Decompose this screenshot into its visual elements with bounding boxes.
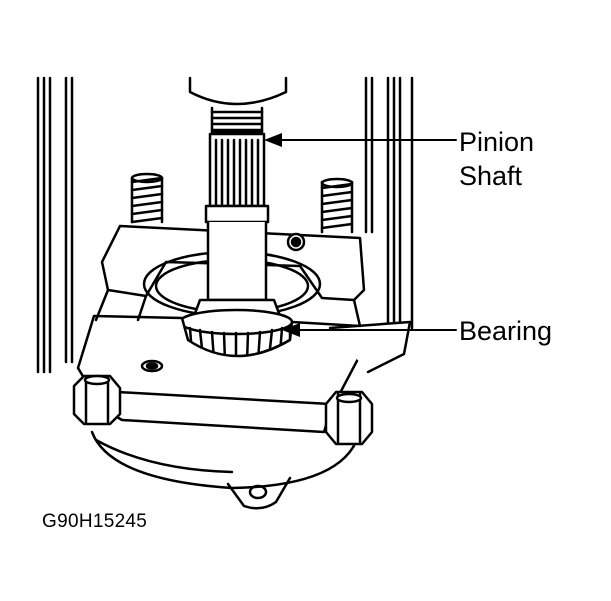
- pinion-shaft: [204, 106, 270, 302]
- figure-id: G90H15245: [42, 511, 148, 532]
- nut-left: [72, 374, 122, 426]
- support-base-ring: [90, 428, 362, 510]
- press-ram: [188, 76, 288, 106]
- threaded-stud-right: [320, 177, 354, 234]
- leader-line-pinion-shaft: [264, 133, 457, 147]
- press-frame-left-column: [36, 76, 74, 374]
- pinion-shaft-label-line2: Shaft: [459, 161, 523, 191]
- threaded-stud-left: [130, 172, 164, 224]
- nut-right: [324, 390, 374, 446]
- bearing: [178, 298, 294, 364]
- separator-front-plate: [76, 288, 412, 434]
- bearing-label: Bearing: [459, 316, 553, 346]
- leader-line-bearing: [282, 323, 457, 337]
- pinion-shaft-label-line1: Pinion: [459, 127, 535, 157]
- press-frame-right-column: [364, 76, 414, 344]
